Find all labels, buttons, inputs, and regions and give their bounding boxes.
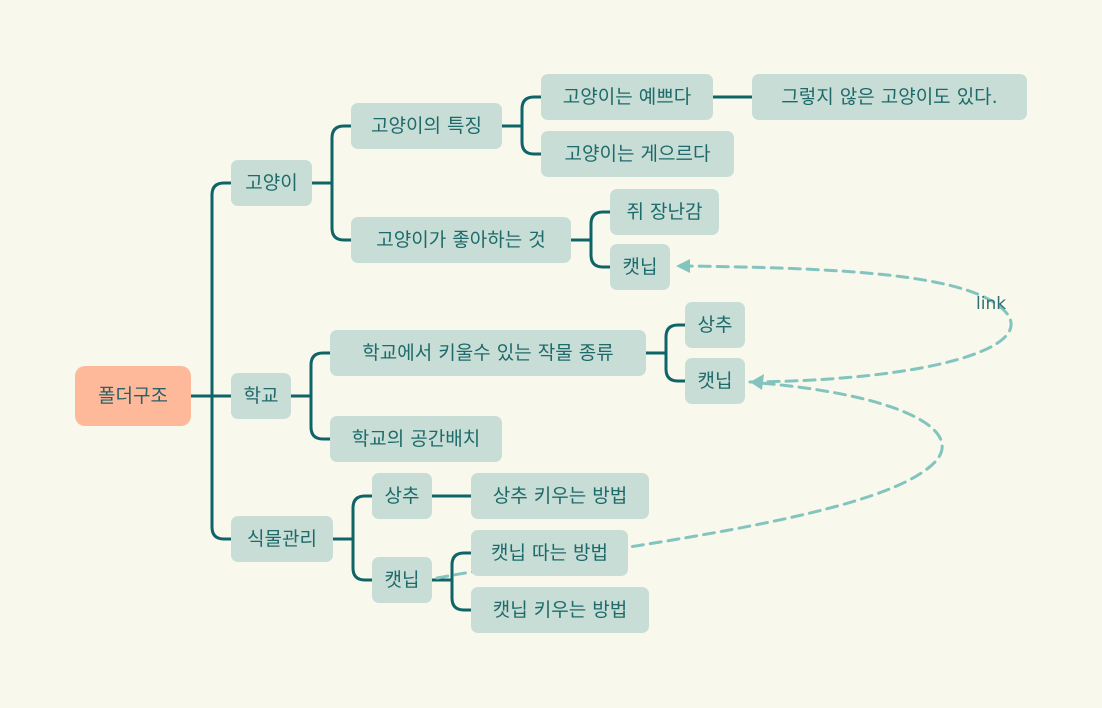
link-line-catnip-to-catnip-top [686,264,1013,384]
node-cat-lazy[interactable]: 고양이는 게으르다 [541,131,734,177]
edge-traits-to-lazy [520,124,544,156]
edge-catnip-to-grow [450,578,474,612]
node-school[interactable]: 학교 [231,373,291,419]
node-cat[interactable]: 고양이 [231,160,312,206]
node-catnip-c[interactable]: 캣닙 [372,557,432,603]
root-node[interactable]: 폴더구조 [75,366,191,426]
node-school-crops[interactable]: 학교에서 키울수 있는 작물 종류 [330,330,646,376]
link-arrowhead-bottom [750,374,764,390]
node-catnip-a[interactable]: 캣닙 [610,244,670,290]
node-lettuce-b[interactable]: 상추 [372,473,432,519]
edge-root-to-plant-care [210,394,234,541]
edge-crops-to-catnip [664,351,688,383]
edge-school-to-layout [309,394,333,441]
edge-plant-care-to-lettuce [331,494,375,541]
edge-likes-to-catnip [589,238,613,269]
edge-catnip-to-pick [430,551,474,582]
node-cat-traits[interactable]: 고양이의 특징 [351,103,502,149]
node-catnip-grow[interactable]: 캣닙 키우는 방법 [471,587,649,633]
node-cat-likes[interactable]: 고양이가 좋아하는 것 [351,217,571,263]
node-catnip-pick[interactable]: 캣닙 따는 방법 [471,530,628,576]
link-arrowhead-top [676,259,690,273]
edge-cat-to-traits [310,124,354,185]
edge-crops-to-lettuce [644,323,688,355]
node-school-layout[interactable]: 학교의 공간배치 [330,416,502,462]
link-label[interactable]: link [976,294,1007,314]
edge-cat-to-likes [330,181,354,242]
edge-plant-care-to-catnip [351,537,375,582]
node-lettuce-grow[interactable]: 상추 키우는 방법 [471,473,649,519]
node-lettuce-a[interactable]: 상추 [685,302,745,348]
node-mouse-toy[interactable]: 쥐 장난감 [610,189,719,235]
edge-likes-to-mouse-toy [569,210,613,242]
node-catnip-b[interactable]: 캣닙 [685,358,745,404]
node-cat-not-all[interactable]: 그렇지 않은 고양이도 있다. [752,74,1027,120]
edge-root-to-cat [188,181,234,398]
node-plant-care[interactable]: 식물관리 [231,516,333,562]
edge-school-to-crops [289,351,333,398]
edge-traits-to-pretty [500,95,544,128]
node-cat-pretty[interactable]: 고양이는 예쁘다 [541,74,713,120]
